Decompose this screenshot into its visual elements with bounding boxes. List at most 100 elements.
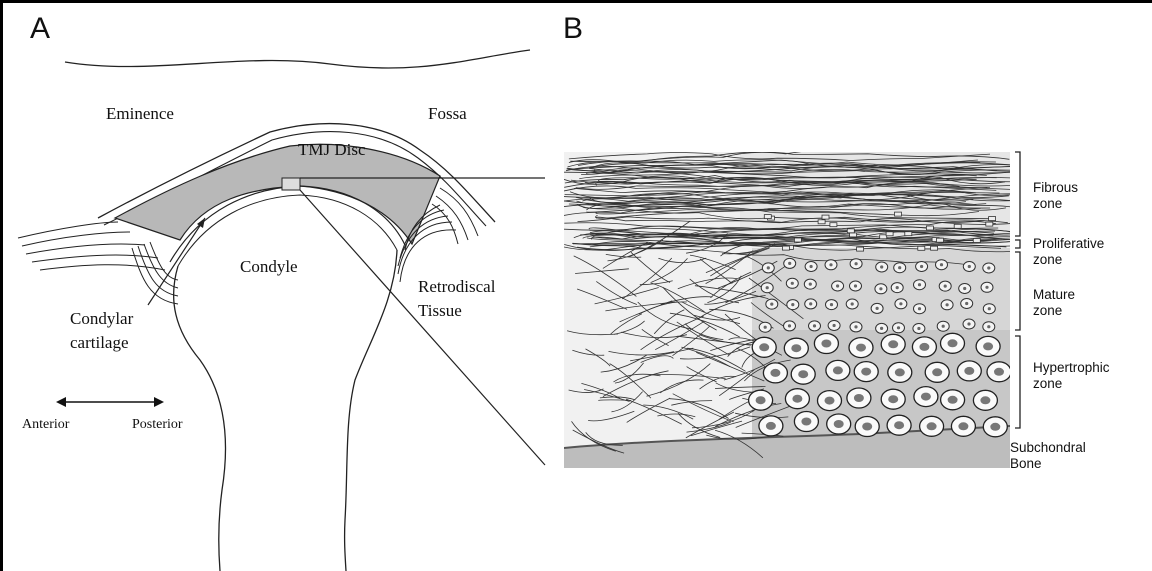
cell-nucleus <box>944 285 947 288</box>
cell-nucleus <box>946 303 949 306</box>
cell-nucleus <box>888 340 898 348</box>
cell-nucleus <box>918 307 921 310</box>
cell-nucleus <box>980 396 990 404</box>
cell-nucleus <box>791 303 794 306</box>
cell-nucleus <box>967 322 970 325</box>
cell-nucleus <box>833 366 843 374</box>
tmj-disc <box>115 144 440 244</box>
label-fibrous-zone-1: Fibrous <box>1033 180 1078 195</box>
cell-nucleus <box>963 287 966 290</box>
cell-nucleus <box>888 395 898 403</box>
label-proliferative-zone-2: zone <box>1033 252 1062 267</box>
anterior-fibers <box>18 222 178 304</box>
cell-nucleus <box>994 368 1004 376</box>
cell-nucleus <box>862 423 872 431</box>
cell-nucleus <box>766 422 776 430</box>
label-fibrous-zone-2: zone <box>1033 196 1062 211</box>
cell-nucleus <box>940 263 943 266</box>
label-retrodiscal-line2: Tissue <box>418 301 462 320</box>
cell-nucleus <box>898 266 901 269</box>
cell-nucleus <box>833 324 836 327</box>
cell-nucleus <box>856 344 866 352</box>
label-mature-zone-1: Mature <box>1033 287 1075 302</box>
cell-nucleus <box>791 344 801 352</box>
cell-nucleus <box>759 343 769 351</box>
proliferative-cell <box>822 215 829 219</box>
label-fossa: Fossa <box>428 104 467 123</box>
cell-nucleus <box>880 265 883 268</box>
proliferative-cell <box>764 215 771 219</box>
cell-nucleus <box>921 393 931 401</box>
proliferative-cell <box>926 226 933 230</box>
label-anterior: Anterior <box>22 417 70 432</box>
cell-nucleus <box>767 266 770 269</box>
proliferative-cell <box>937 238 944 242</box>
cell-nucleus <box>851 302 854 305</box>
proliferative-cell <box>794 238 801 242</box>
cell-nucleus <box>948 339 958 347</box>
cell-nucleus <box>919 343 929 351</box>
proliferative-cell <box>880 235 887 239</box>
panel-a: A <box>18 12 545 571</box>
cell-nucleus <box>917 327 920 330</box>
cell-nucleus <box>918 283 921 286</box>
cell-nucleus <box>990 423 1000 431</box>
cell-nucleus <box>788 262 791 265</box>
proliferative-cell <box>986 222 993 226</box>
zoom-line-bottom <box>300 190 545 465</box>
cell-nucleus <box>766 286 769 289</box>
cell-nucleus <box>821 340 831 348</box>
label-proliferative-zone-1: Proliferative <box>1033 236 1104 251</box>
proliferative-cell <box>850 233 857 237</box>
panel-b-letter: B <box>563 12 583 45</box>
cell-nucleus <box>894 421 904 429</box>
label-hypertrophic-zone-2: zone <box>1033 376 1062 391</box>
cell-nucleus <box>948 396 958 404</box>
cell-nucleus <box>861 368 871 376</box>
cell-nucleus <box>756 396 766 404</box>
cell-nucleus <box>988 307 991 310</box>
cell-nucleus <box>801 418 811 426</box>
cell-nucleus <box>854 284 857 287</box>
cell-nucleus <box>834 420 844 428</box>
cell-nucleus <box>987 325 990 328</box>
cell-nucleus <box>764 326 767 329</box>
proliferative-cell <box>973 239 980 243</box>
cell-nucleus <box>798 370 808 378</box>
label-tmj-disc: TMJ Disc <box>298 140 366 159</box>
cell-nucleus <box>927 422 937 430</box>
proliferative-cell <box>847 229 854 233</box>
cell-nucleus <box>965 302 968 305</box>
proliferative-cell <box>895 212 902 216</box>
cell-nucleus <box>792 395 802 403</box>
cell-nucleus <box>770 303 773 306</box>
cell-nucleus <box>964 367 974 375</box>
cell-nucleus <box>968 265 971 268</box>
cell-nucleus <box>855 262 858 265</box>
cell-nucleus <box>854 394 864 402</box>
cell-nucleus <box>809 283 812 286</box>
cell-nucleus <box>810 265 813 268</box>
cell-nucleus <box>985 286 988 289</box>
orientation-arrowhead-right <box>154 397 164 407</box>
proliferative-cell <box>818 220 825 224</box>
cell-nucleus <box>829 263 832 266</box>
proliferative-cell <box>857 247 864 251</box>
label-subchondral-bone-1: Subchondral <box>1010 440 1086 455</box>
proliferative-cell <box>954 224 961 228</box>
cell-nucleus <box>825 397 835 405</box>
cell-nucleus <box>920 265 923 268</box>
magnified-region-box <box>282 178 300 190</box>
panel-b: B Fibrous zone Proliferative zone Mature… <box>560 12 1110 471</box>
cell-nucleus <box>809 302 812 305</box>
panel-a-letter: A <box>30 12 50 45</box>
label-hypertrophic-zone-1: Hypertrophic <box>1033 360 1110 375</box>
skull-base-line <box>65 50 530 68</box>
proliferative-cell <box>905 232 912 236</box>
proliferative-cell <box>830 223 837 227</box>
label-subchondral-bone-2: Bone <box>1010 456 1042 471</box>
zone-brackets <box>1015 152 1020 428</box>
cell-nucleus <box>879 287 882 290</box>
proliferative-cell <box>886 232 893 236</box>
